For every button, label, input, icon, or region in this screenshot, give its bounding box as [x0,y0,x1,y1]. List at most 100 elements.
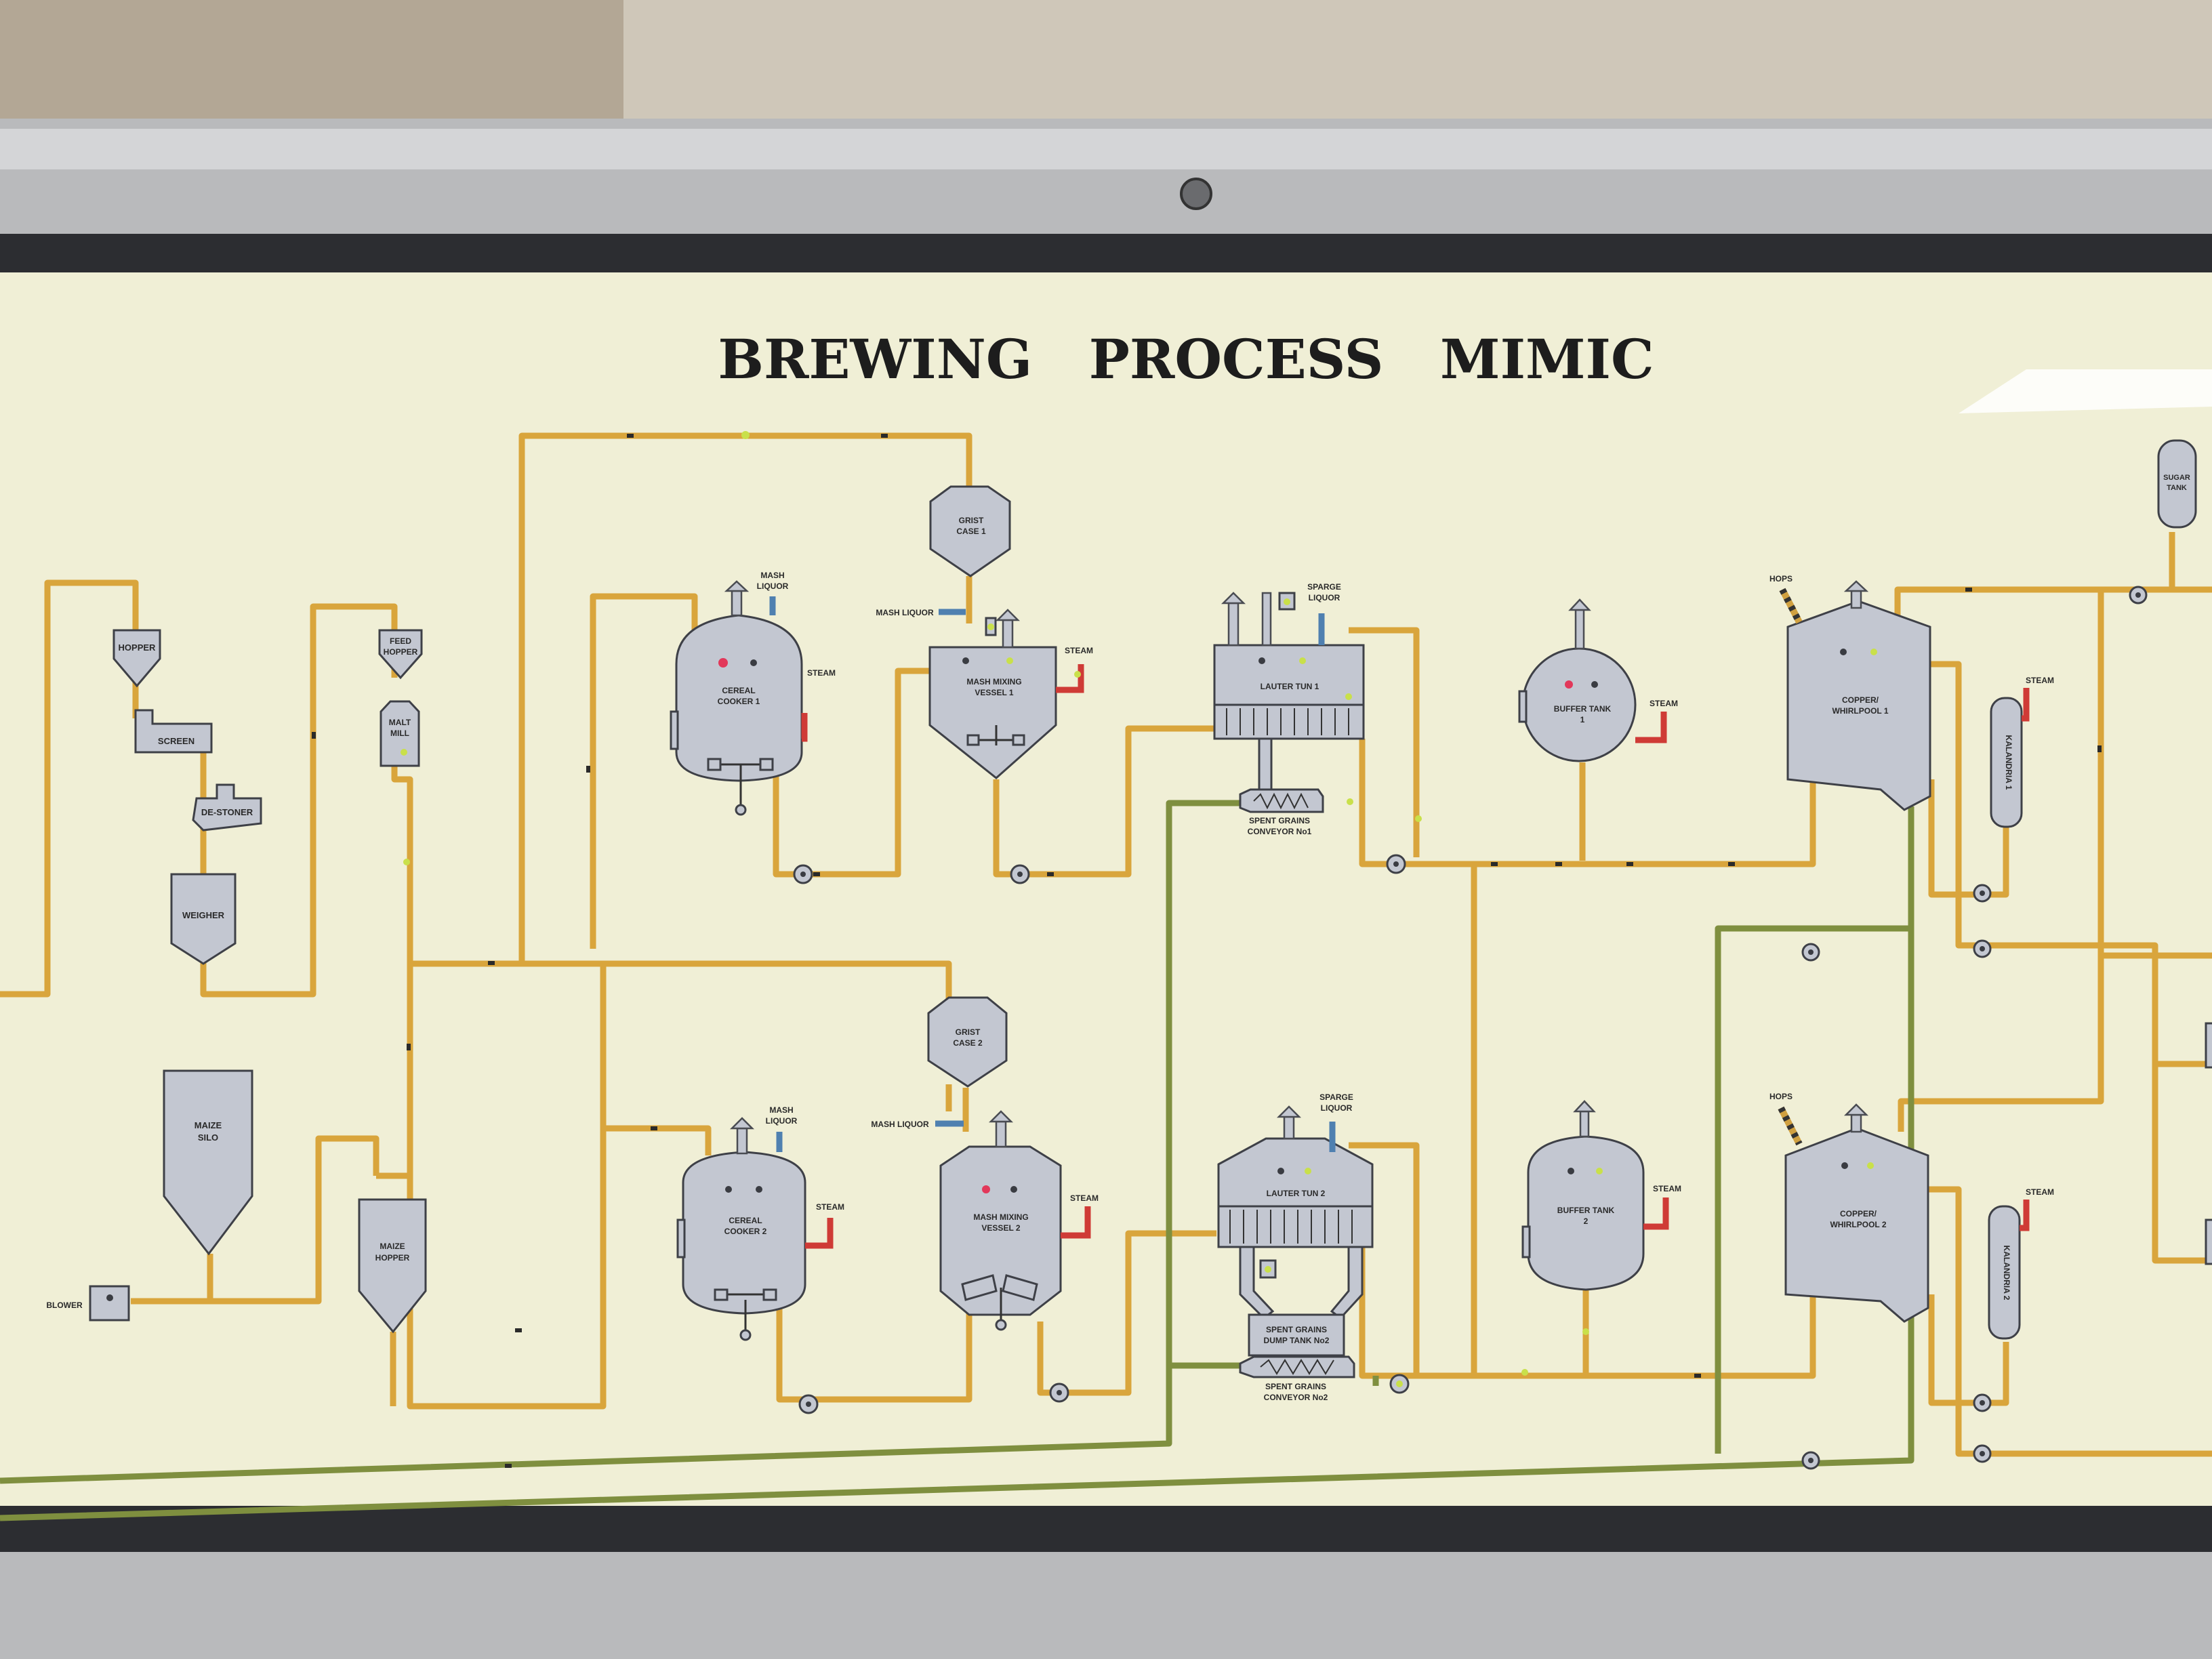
svg-text:HOPPER: HOPPER [375,1253,410,1263]
svg-text:SPARGE: SPARGE [1307,582,1341,592]
sparge-liquor-2: SPARGE LIQUOR [1319,1092,1353,1152]
cereal-cooker-2-utilities: MASH LIQUOR STEAM [766,1105,844,1249]
blower: BLOWER [46,1285,130,1322]
svg-text:STEAM: STEAM [1650,699,1678,708]
svg-text:COOKER 2: COOKER 2 [724,1227,767,1236]
svg-text:HOPS: HOPS [1769,1092,1793,1101]
svg-text:MASH MIXING: MASH MIXING [966,677,1021,687]
svg-text:SPENT GRAINS: SPENT GRAINS [1266,1325,1327,1334]
maize-hopper: MAIZE HOPPER [358,1198,427,1334]
glare [1959,369,2212,413]
hops-2: HOPS [1769,1092,1803,1146]
svg-text:COPPER/: COPPER/ [1840,1209,1877,1218]
svg-text:STEAM: STEAM [1070,1193,1099,1203]
svg-text:COPPER/: COPPER/ [1842,695,1879,705]
buffer-tank-1-steam: STEAM [1635,699,1678,743]
svg-text:DE-STONER: DE-STONER [201,807,253,817]
grist-case-2: GRIST CASE 2 [927,996,1008,1088]
svg-text:VESSEL 1: VESSEL 1 [975,688,1013,697]
maize-silo: MAIZE SILO [163,1069,253,1256]
svg-text:WHIRLPOOL 2: WHIRLPOOL 2 [1830,1220,1886,1229]
buffer-tank-2: BUFFER TANK 2 [1521,1100,1645,1291]
buffer-tank-1: BUFFER TANK 1 [1518,598,1637,762]
svg-text:CONVEYOR No2: CONVEYOR No2 [1264,1393,1328,1402]
lauter-tun-2: LAUTER TUN 2 [1217,1105,1374,1320]
cereal-cooker-1-utilities: MASH LIQUOR STEAM [757,571,836,742]
svg-text:COOKER 1: COOKER 1 [718,697,760,706]
right-edge-vessel-2 [2205,1218,2212,1265]
svg-text:FEED: FEED [390,636,411,646]
svg-text:HOPPER: HOPPER [119,642,157,653]
svg-text:CEREAL: CEREAL [722,686,755,695]
svg-text:VESSEL 2: VESSEL 2 [981,1223,1020,1233]
svg-text:CONVEYOR No1: CONVEYOR No1 [1248,827,1312,836]
copper-whirlpool-2: COPPER/ WHIRLPOOL 2 [1784,1103,1929,1323]
svg-text:MASH MIXING: MASH MIXING [973,1212,1028,1222]
frame-screw [1180,178,1212,210]
diagram-title: BREWING PROCESS MIMIC [718,327,1654,391]
weigher: WEIGHER [170,873,237,965]
lauter-tun-1: LAUTER TUN 1 [1213,592,1365,794]
mash-mixing-vessel-1-utilities: MASH LIQUOR STEAM [876,608,1093,693]
svg-text:2: 2 [1584,1216,1589,1226]
svg-text:WHIRLPOOL 1: WHIRLPOOL 1 [1832,706,1888,716]
svg-text:MASH LIQUOR: MASH LIQUOR [871,1120,929,1129]
svg-text:KALANDRIA 1: KALANDRIA 1 [2004,735,2013,790]
svg-text:STEAM: STEAM [1065,646,1093,655]
frame-inner-bottom [0,1504,2212,1552]
hops-1: HOPS [1769,574,1803,624]
svg-text:LAUTER TUN 1: LAUTER TUN 1 [1261,682,1319,691]
svg-text:MASH: MASH [760,571,784,580]
kalandria-1: KALANDRIA 1 STEAM [1990,676,2054,828]
grist-case-1: GRIST CASE 1 [929,485,1011,577]
svg-text:SPARGE: SPARGE [1319,1092,1353,1102]
svg-text:WEIGHER: WEIGHER [182,910,225,920]
mash-mixing-vessel-1: MASH MIXING VESSEL 1 [928,609,1057,779]
svg-text:KALANDRIA 2: KALANDRIA 2 [2002,1246,2011,1300]
feed-hopper: FEED HOPPER [378,629,423,680]
svg-text:MALT: MALT [389,718,411,727]
pumps [793,586,2148,1470]
spent-grains-conveyor-1: SPENT GRAINS CONVEYOR No1 [1239,788,1353,836]
wall-stain [0,0,623,125]
sparge-liquor-1: SPARGE LIQUOR [1307,582,1341,645]
de-stoner: DE-STONER [192,783,262,832]
svg-text:STEAM: STEAM [2026,1187,2054,1197]
svg-text:SILO: SILO [198,1132,218,1143]
cereal-cooker-1: CEREAL COOKER 1 [670,580,803,816]
svg-text:SPENT GRAINS: SPENT GRAINS [1249,816,1310,825]
svg-text:LAUTER TUN 2: LAUTER TUN 2 [1267,1189,1326,1198]
svg-text:CASE 1: CASE 1 [956,527,986,536]
mash-mixing-vessel-2: MASH MIXING VESSEL 2 [939,1110,1062,1331]
spent-grain-pipes [0,800,1914,1521]
svg-text:GRIST: GRIST [956,1027,981,1037]
svg-text:HOPS: HOPS [1769,574,1793,583]
frame-top-shine [0,129,2212,169]
pipe-indicators [403,431,1589,1387]
svg-text:MASH LIQUOR: MASH LIQUOR [876,608,934,617]
svg-text:STEAM: STEAM [2026,676,2054,685]
cereal-cooker-2: CEREAL COOKER 2 [676,1117,806,1341]
svg-text:MAIZE: MAIZE [194,1120,222,1130]
svg-text:SCREEN: SCREEN [158,736,194,746]
svg-text:CASE 2: CASE 2 [953,1038,983,1048]
svg-text:MAIZE: MAIZE [380,1242,405,1251]
svg-text:LIQUOR: LIQUOR [1321,1103,1353,1113]
svg-text:BUFFER TANK: BUFFER TANK [1554,704,1612,714]
malt-mill: MALT MILL [380,700,420,767]
right-edge-vessel-1 [2205,1022,2212,1069]
svg-text:DUMP TANK No2: DUMP TANK No2 [1264,1336,1330,1345]
buffer-tank-2-steam: STEAM [1643,1184,1681,1230]
svg-text:GRIST: GRIST [959,516,984,525]
svg-text:1: 1 [1580,715,1585,724]
svg-text:BUFFER TANK: BUFFER TANK [1557,1206,1615,1215]
svg-text:HOPPER: HOPPER [384,647,418,657]
svg-text:STEAM: STEAM [1653,1184,1681,1193]
frame-inner-top [0,234,2212,274]
svg-text:SPENT GRAINS: SPENT GRAINS [1265,1382,1326,1391]
svg-text:MASH: MASH [769,1105,793,1115]
svg-text:CEREAL: CEREAL [729,1216,762,1225]
kalandria-2: KALANDRIA 2 STEAM [1988,1187,2054,1340]
mash-mixing-vessel-2-utilities: MASH LIQUOR STEAM [871,1120,1099,1239]
hopper: HOPPER [112,629,161,688]
